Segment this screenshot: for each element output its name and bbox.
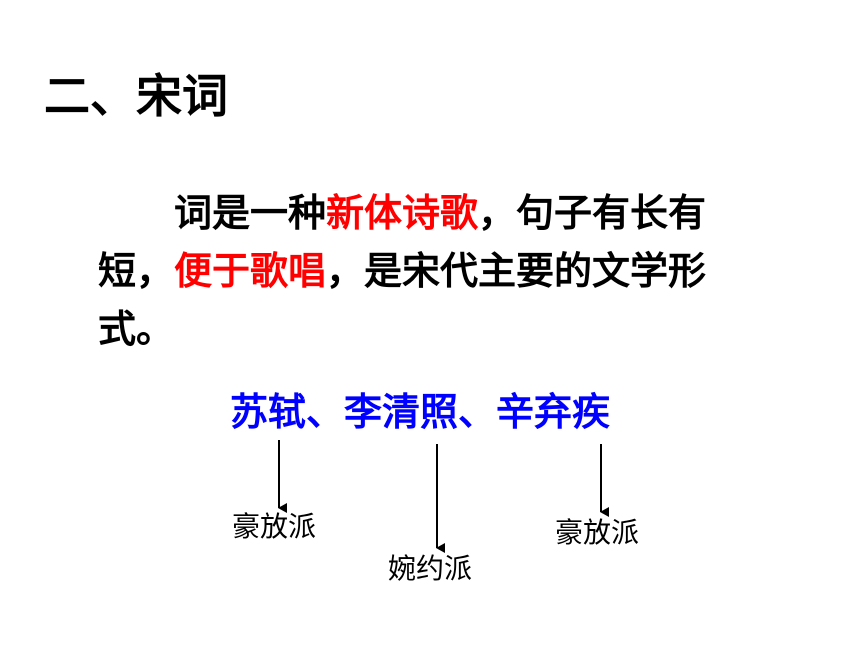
school-label-xin-qiji: 豪放派 <box>555 516 640 549</box>
school-label-su-shi: 豪放派 <box>232 510 317 543</box>
slide-title: 二、宋词 <box>44 69 228 123</box>
paragraph-line-1: 词是一种新体诗歌，句子有长有 <box>98 184 798 242</box>
poets-list: 苏轼、李清照、辛弃疾 <box>230 390 611 434</box>
paragraph-line-3: 式。 <box>98 307 175 351</box>
paragraph-line-2: 短，便于歌唱，是宋代主要的文学形 <box>98 242 798 300</box>
paragraph-text: 词是一种 <box>174 191 327 235</box>
paragraph-text: ，句子有长有 <box>478 191 707 235</box>
paragraph-text: 短， <box>98 249 175 293</box>
paragraph-text: ，是宋代主要的文学形 <box>326 249 707 293</box>
highlight-new-poetry: 新体诗歌 <box>326 191 479 235</box>
school-label-li-qingzhao: 婉约派 <box>388 552 473 585</box>
definition-paragraph: 词是一种新体诗歌，句子有长有 短，便于歌唱，是宋代主要的文学形 式。 <box>98 184 798 358</box>
highlight-singing: 便于歌唱 <box>174 249 327 293</box>
